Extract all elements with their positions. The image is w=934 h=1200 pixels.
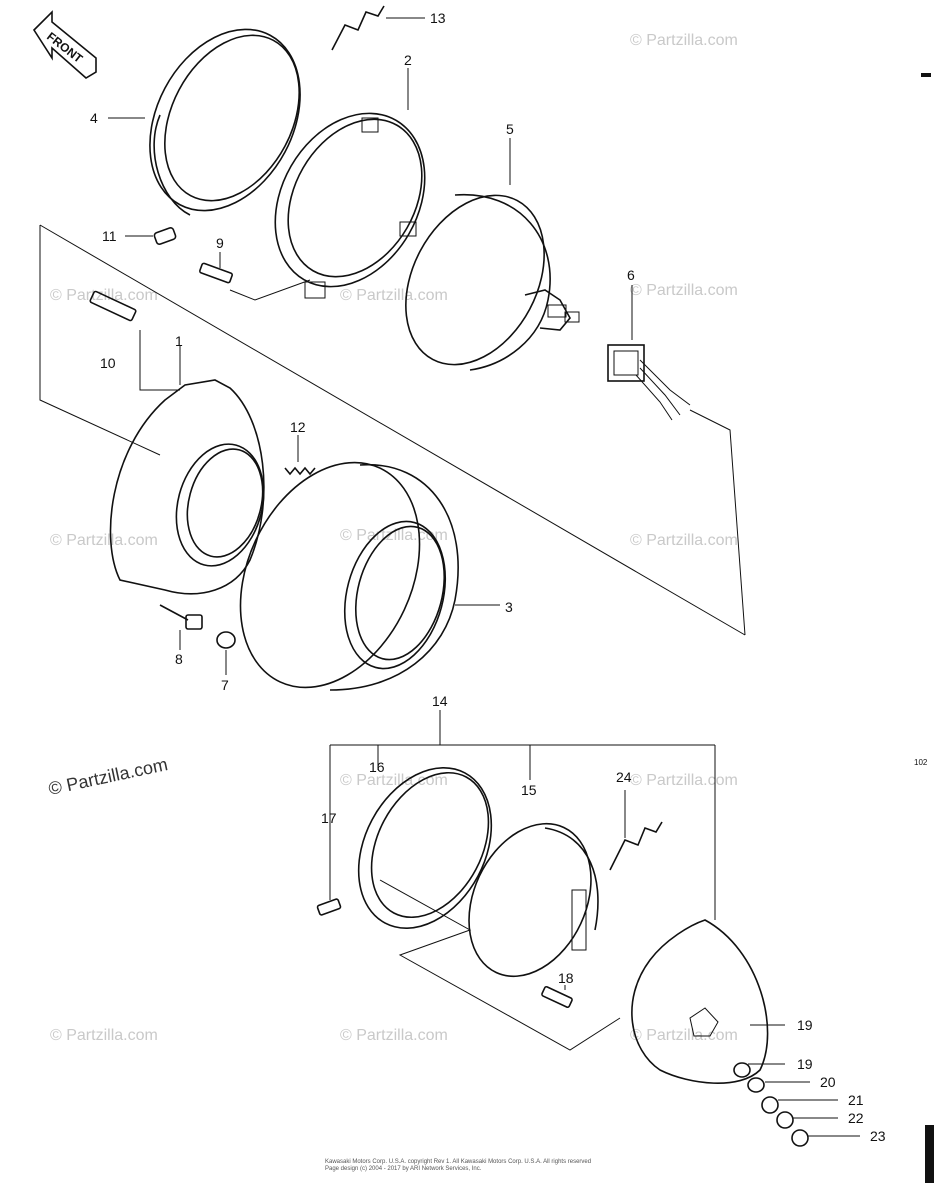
callout-18: 18 <box>558 970 574 986</box>
watermark: © Partzilla.com <box>340 772 448 789</box>
margin-bar <box>925 1125 934 1183</box>
rear-shell <box>631 919 769 1084</box>
assembly-dash-upper <box>39 224 746 636</box>
callout-10: 10 <box>100 355 116 371</box>
part-5-sealed-beam <box>405 193 580 371</box>
part-15-lens <box>468 822 599 978</box>
part-10-bolt <box>89 290 137 322</box>
callout-3: 3 <box>505 599 513 615</box>
callout-23: 23 <box>870 1128 886 1144</box>
callout-13: 13 <box>430 10 446 26</box>
part-18-screw <box>541 985 573 1009</box>
watermark: © Partzilla.com <box>340 1027 448 1044</box>
part-13-spring <box>331 5 385 51</box>
part-11-screw <box>153 226 177 246</box>
watermark: © Partzilla.com <box>630 1027 738 1044</box>
callout-11: 11 <box>102 228 117 244</box>
callout-19: 19 <box>797 1017 813 1033</box>
assembly-14-bracket <box>329 710 716 920</box>
part-24-spring <box>609 821 663 871</box>
callout-21: 21 <box>848 1092 864 1108</box>
part-7-washer <box>216 631 236 649</box>
callout-8: 8 <box>175 651 183 667</box>
callout-5: 5 <box>506 121 514 137</box>
callout-labels: 1 2 3 4 5 6 7 8 9 10 11 12 13 14 15 16 1… <box>90 10 886 1144</box>
callout-24: 24 <box>616 769 632 785</box>
part-22-washer <box>776 1111 794 1129</box>
assembly-dash-lower <box>379 879 621 1051</box>
callout-20: 20 <box>820 1074 836 1090</box>
leader-lines <box>108 17 860 1137</box>
watermark: © Partzilla.com <box>630 532 738 549</box>
part-8-bolt <box>159 604 203 630</box>
callout-19: 19 <box>797 1056 813 1072</box>
part-4-rim <box>149 28 301 216</box>
part-6-socket <box>607 344 691 421</box>
part-12-spring <box>284 466 316 476</box>
callout-4: 4 <box>90 110 98 126</box>
callout-15: 15 <box>521 782 537 798</box>
watermark: © Partzilla.com <box>340 527 448 544</box>
part-23-nut <box>791 1129 809 1147</box>
callout-1: 1 <box>175 333 183 349</box>
part-20-washer <box>747 1077 765 1093</box>
callout-12: 12 <box>290 419 306 435</box>
part-9-bolt <box>199 262 233 284</box>
front-arrow: FRONT <box>32 10 97 79</box>
margin-mark <box>921 73 931 77</box>
callout-6: 6 <box>627 267 635 283</box>
page-code: 102 <box>914 758 928 767</box>
callout-2: 2 <box>404 52 412 68</box>
callout-9: 9 <box>216 235 224 251</box>
watermark: © Partzilla.com <box>630 772 738 789</box>
footer-design: Page design (c) 2004 - 2017 by ARI Netwo… <box>325 1166 482 1172</box>
watermark: © Partzilla.com <box>340 287 448 304</box>
part-21-washer <box>761 1096 779 1114</box>
part-3-headlight-body <box>239 461 459 691</box>
callout-7: 7 <box>221 677 229 693</box>
part-19-nut <box>733 1062 751 1078</box>
part-2-mounting-ring <box>274 112 426 299</box>
part-16-rim <box>357 767 493 929</box>
callout-17: 17 <box>321 810 337 826</box>
watermark-center: © Partzilla.com <box>47 754 170 799</box>
watermark: © Partzilla.com <box>630 32 738 49</box>
callout-22: 22 <box>848 1110 864 1126</box>
footer-copyright: Kawasaki Motors Corp. U.S.A. copyright R… <box>325 1159 591 1165</box>
watermark: © Partzilla.com <box>50 532 158 549</box>
part-1-housing <box>109 379 265 595</box>
watermark: © Partzilla.com <box>630 282 738 299</box>
callout-14: 14 <box>432 693 448 709</box>
part-17-screw <box>316 898 342 916</box>
watermark: © Partzilla.com <box>50 1027 158 1044</box>
watermark-group: © Partzilla.com © Partzilla.com © Partzi… <box>47 32 738 1044</box>
callout-16: 16 <box>369 759 385 775</box>
